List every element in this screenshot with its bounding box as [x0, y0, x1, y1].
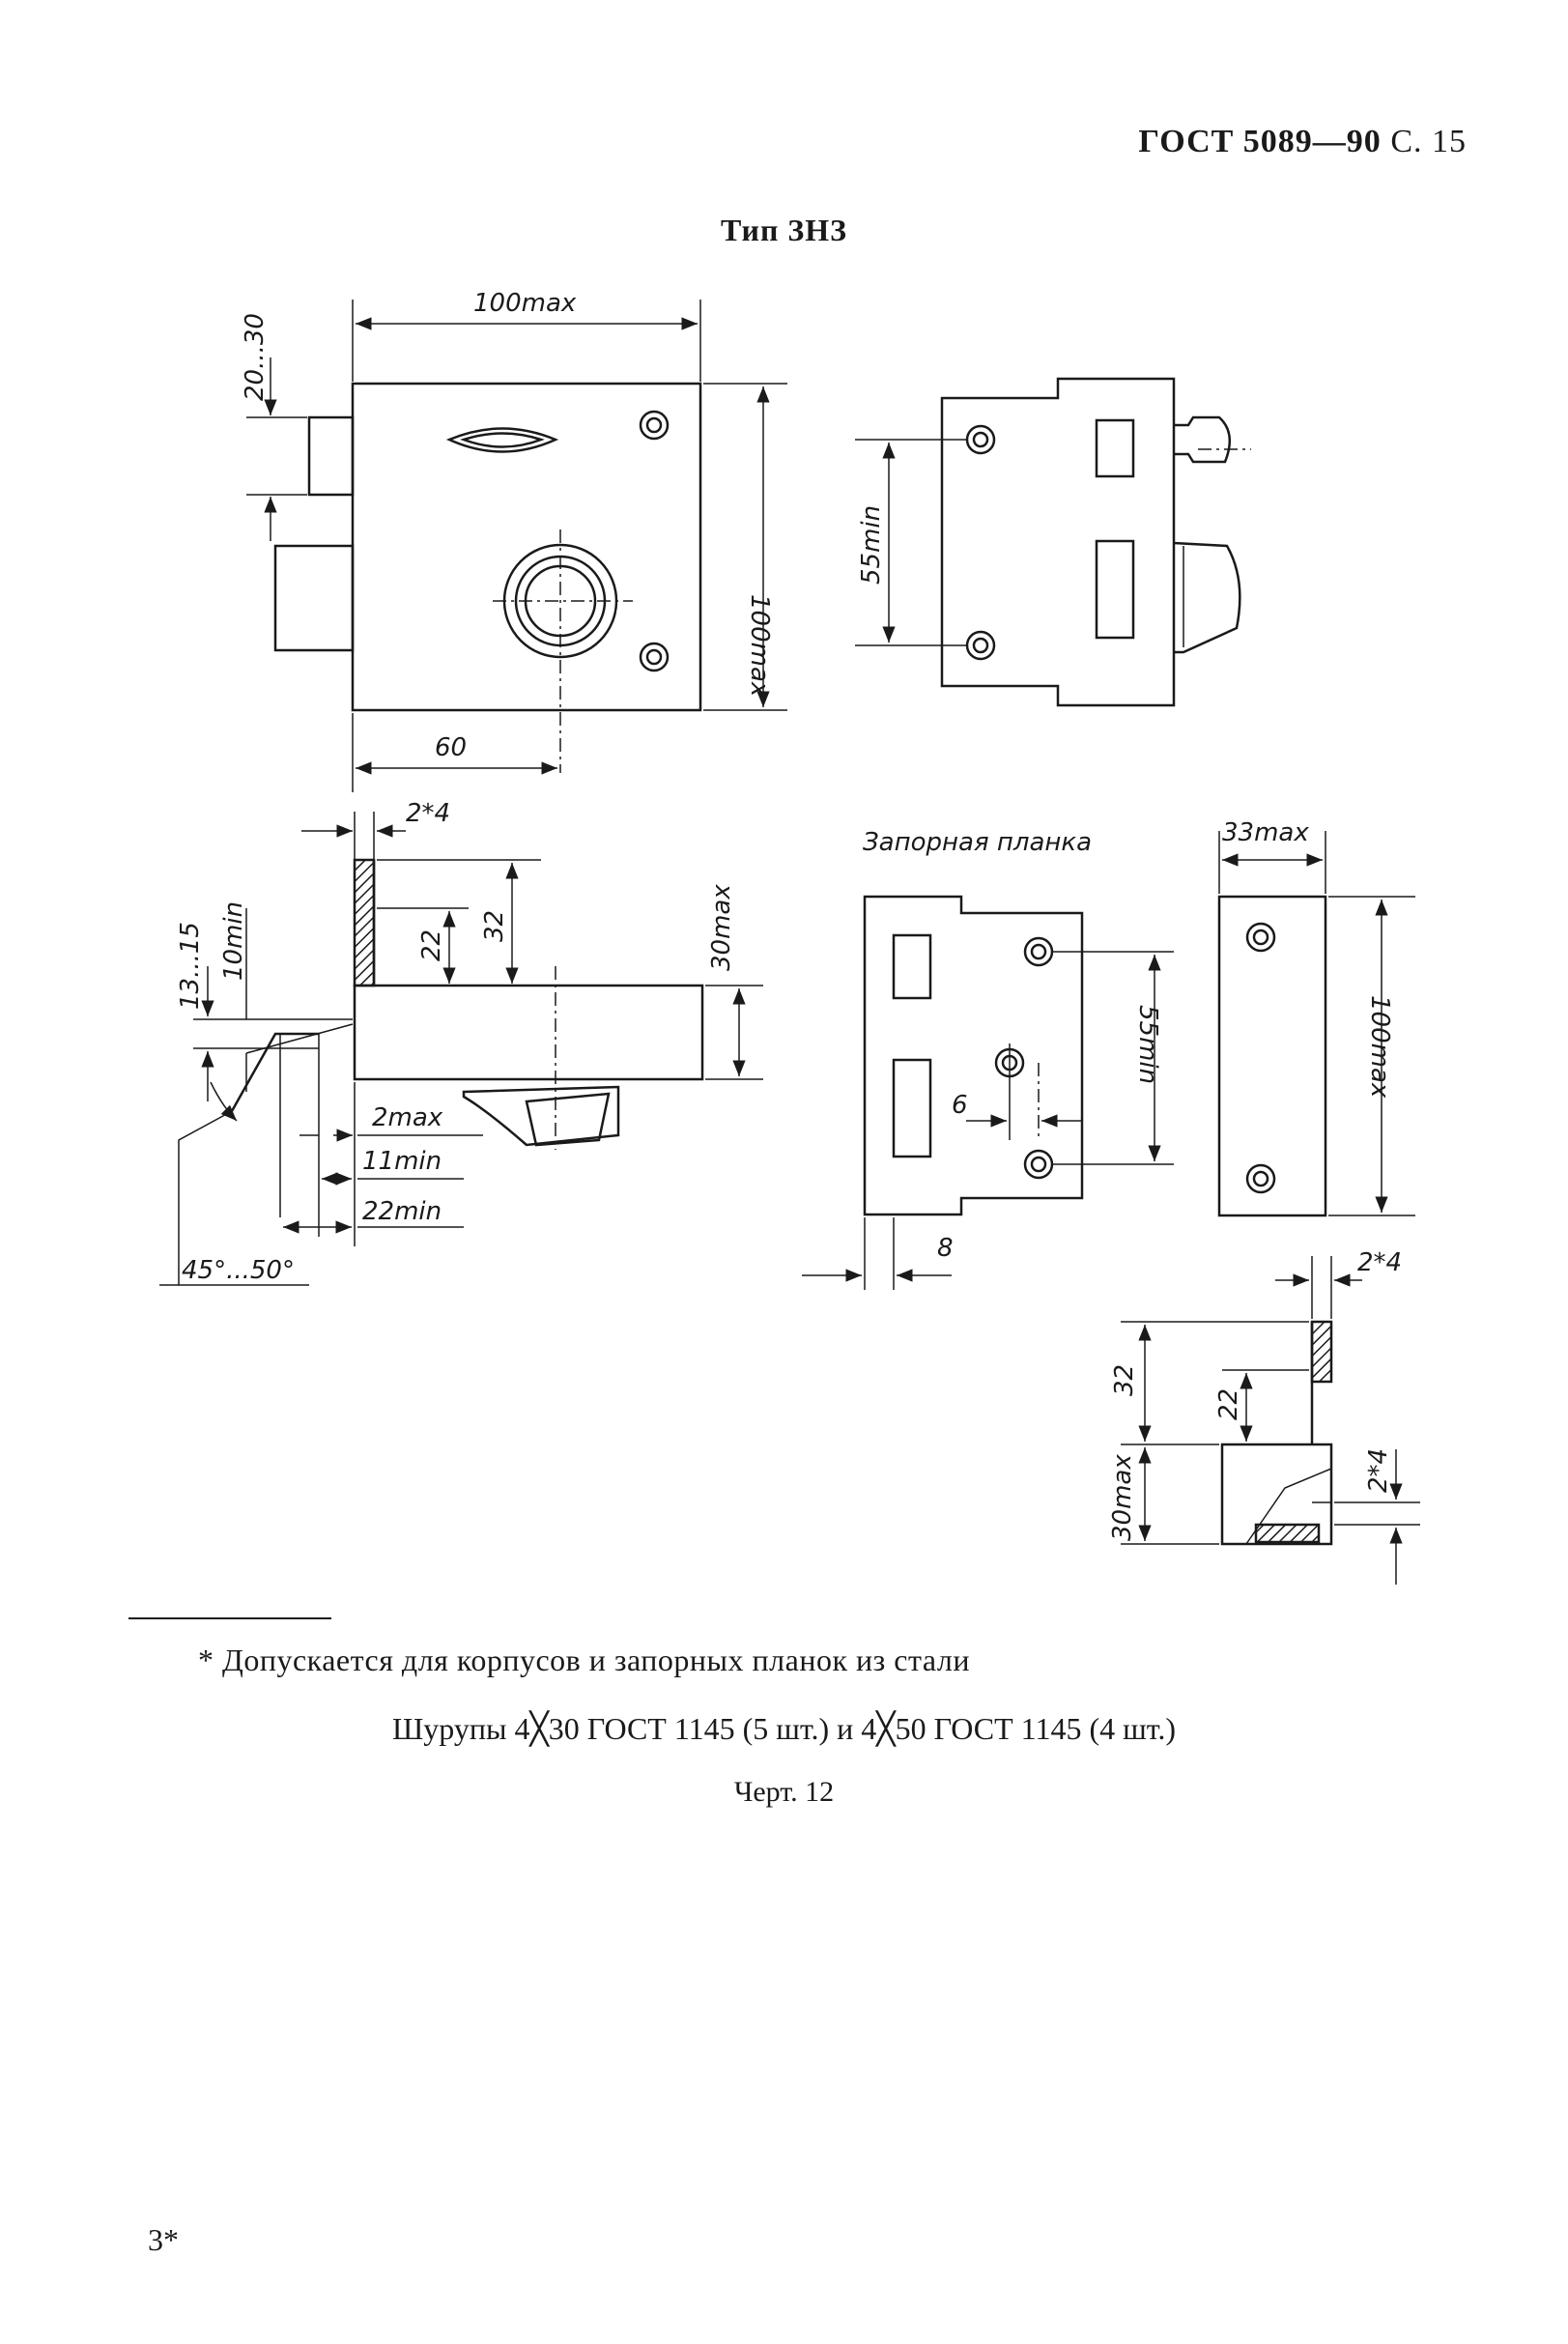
- dim-8: 8: [937, 1234, 954, 1263]
- dim-2-4-strike-side: 2*4: [1364, 1448, 1393, 1493]
- figure-caption: Черт. 12: [733, 1776, 835, 1808]
- dim-100max-side: 100max: [745, 594, 774, 698]
- dim-30max-section: 30max: [707, 884, 736, 971]
- dim-2-4-section: 2*4: [406, 799, 450, 828]
- technical-drawing: 100max 20...30 100max 60 55min 2*4 32 22…: [159, 289, 1420, 1585]
- dim-13-15: 13...15: [176, 922, 205, 1010]
- dim-22-strike: 22: [1214, 1388, 1243, 1420]
- dim-11min: 11min: [362, 1147, 442, 1176]
- footnote-rule: [128, 1617, 331, 1619]
- strike-plate-front: [863, 895, 1084, 1216]
- dim-32-section: 32: [480, 910, 509, 942]
- dim-33max: 33max: [1222, 818, 1309, 847]
- lock-side-view: [940, 377, 1241, 707]
- dim-55min-strike: 55min: [1133, 1005, 1162, 1084]
- lock-front-view: [273, 382, 702, 773]
- dim-2max: 2max: [372, 1103, 443, 1132]
- footnote: * Допускается для корпусов и запорных пл…: [198, 1643, 970, 1677]
- dim-22min: 22min: [362, 1197, 442, 1226]
- dim-6: 6: [952, 1091, 968, 1120]
- dim-32-strike: 32: [1110, 1364, 1139, 1396]
- page-mark: 3*: [148, 2222, 179, 2257]
- dim-100max-plate: 100max: [1365, 995, 1394, 1099]
- standard-code: ГОСТ 5089—90: [1138, 124, 1382, 159]
- lock-section-view: [230, 858, 704, 1150]
- strike-plate-caption: Запорная планка: [863, 828, 1092, 857]
- dim-2-4-strike-top: 2*4: [1357, 1248, 1402, 1277]
- drawing-title: Тип ЗНЗ: [720, 213, 848, 247]
- dim-20-30: 20...30: [241, 313, 270, 401]
- strike-plate-side: [1217, 895, 1327, 1217]
- dim-45-50-deg: 45°...50°: [182, 1256, 295, 1285]
- page-header: ГОСТ 5089—90 С. 15: [1138, 124, 1467, 160]
- dim-55min-lock: 55min: [857, 505, 886, 585]
- dim-60: 60: [435, 733, 467, 762]
- dim-10min: 10min: [219, 901, 248, 981]
- dim-22-section: 22: [417, 929, 446, 961]
- strike-plate-section: [1220, 1320, 1333, 1546]
- screws-note: Шурупы 4╳30 ГОСТ 1145 (5 шт.) и 4╳50 ГОС…: [391, 1711, 1176, 1746]
- dim-100max-top: 100max: [473, 289, 577, 318]
- dim-30max-strike: 30max: [1108, 1454, 1137, 1541]
- page-number: С. 15: [1390, 124, 1467, 159]
